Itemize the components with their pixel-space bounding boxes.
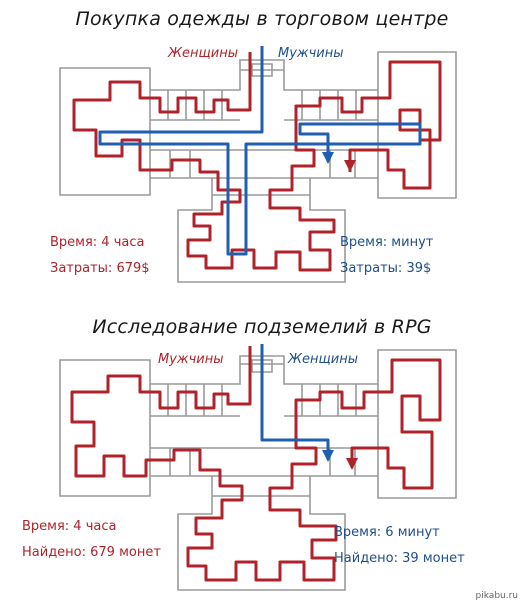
panel2-title: Исследование подземелий в RPG [92,316,432,338]
panel1-left-label: Женщины [168,46,238,61]
panel1-mall-map [59,46,457,283]
panel1-right-label: Мужчины [278,46,344,61]
panel1-right-time: Время: минут [340,235,434,250]
panel2-right-stats: Время: 6 минут Найдено: 39 монет [334,520,465,572]
panel1-walls [59,51,457,283]
panel2-right-found: Найдено: 39 монет [334,551,465,566]
panel1-right-stats: Время: минут Затраты: 39$ [340,230,433,282]
panel1-red-path [72,52,442,272]
panel2-red-arrow [346,458,358,470]
panel2-left-found: Найдено: 679 монет [22,545,161,560]
panel1-blue-path [98,46,422,256]
panel1-left-cost: Затраты: 679$ [50,261,150,276]
panel1-blue-arrow [322,152,334,164]
panel2-blue-arrow [322,450,334,462]
panel2-right-time: Время: 6 минут [334,525,440,540]
panel2-left-time: Время: 4 часа [22,519,117,534]
panel1-title: Покупка одежды в торговом центре [75,8,449,30]
watermark: pikabu.ru [475,591,518,601]
panel2-red-path [70,346,442,582]
panel1-red-arrow [344,160,356,172]
panel2-left-stats: Время: 4 часа Найдено: 679 монет [22,514,161,566]
panel1-left-stats: Время: 4 часа Затраты: 679$ [50,230,150,282]
panel1-right-cost: Затраты: 39$ [340,261,432,276]
panel2-dungeon-map [59,344,457,591]
panel2-right-label: Женщины [288,352,358,367]
panel1-left-time: Время: 4 часа [50,235,145,250]
panel2-left-label: Мужчины [158,352,224,367]
